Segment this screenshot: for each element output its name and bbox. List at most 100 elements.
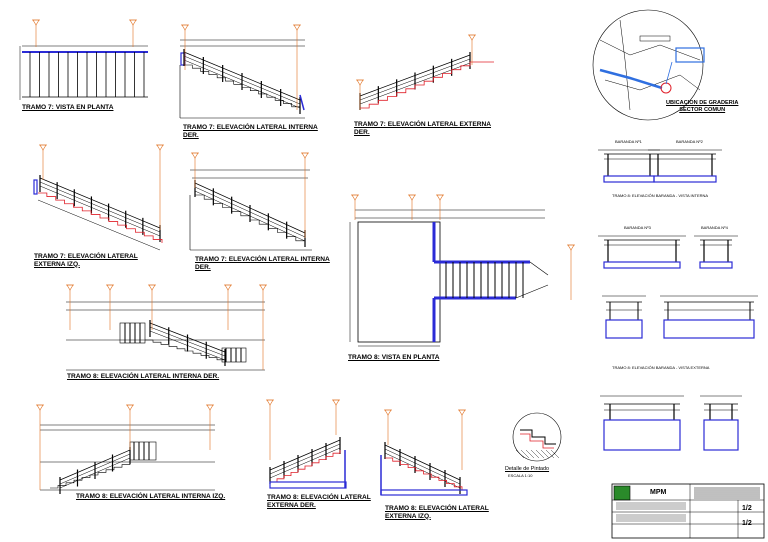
- elevation-marker-triangle: [206, 404, 214, 411]
- sheet-code-1: 1/2: [742, 505, 752, 512]
- stair-profile: [184, 64, 301, 110]
- baranda-2: [648, 149, 722, 183]
- baranda-4: [694, 235, 738, 269]
- handrail-t7-ext: [359, 52, 471, 110]
- elevation-marker-triangle: [32, 19, 40, 26]
- elevation-marker-icon: [259, 284, 267, 370]
- elevation-marker-icon: [436, 194, 444, 220]
- label-baranda-3: BARANDA Nº3: [624, 225, 651, 230]
- elevation-marker-icon: [181, 24, 189, 70]
- label-baranda-view-2: TRAMO 8: ELEVACIÓN BARANDA - VISTA EXTER…: [612, 365, 710, 370]
- label-t7-int-der-b-line1: TRAMO 7: ELEVACIÓN LATERAL INTERNA: [195, 256, 330, 263]
- elevation-marker-triangle: [129, 19, 137, 26]
- section-base-blue: [605, 319, 643, 339]
- label-t7-int-der-b: TRAMO 7: ELEVACIÓN LATERAL INTERNA DER.: [195, 256, 330, 271]
- map-road: [619, 19, 631, 111]
- elevation-marker-icon: [106, 284, 114, 330]
- stair-profile: [145, 339, 226, 362]
- label-t7-ext-izq-line2: EXTERNA IZQ.: [34, 260, 80, 268]
- elevation-marker-triangle: [181, 24, 189, 31]
- elevation-marker-icon: [32, 19, 40, 47]
- tall-base-blue: [603, 419, 681, 451]
- elevation-marker-triangle: [39, 144, 47, 151]
- slab-blue: [380, 489, 468, 496]
- elevation-marker-icon: [458, 409, 466, 470]
- label-t7-int-der: TRAMO 7: ELEVACIÓN LATERAL INTERNA DER.: [183, 124, 318, 139]
- elevation-marker-triangle: [66, 284, 74, 291]
- stairs-t8-int-izq: [50, 462, 131, 489]
- handrail-low: [39, 185, 161, 237]
- label-t8-ext-izq-line2: EXTERNA IZQ.: [385, 512, 431, 520]
- label-t7-plan: TRAMO 7: VISTA EN PLANTA: [22, 104, 114, 111]
- handrail-t7-int: [183, 49, 301, 114]
- elevation-marker-triangle: [567, 244, 575, 251]
- label-t7-ext-izq: TRAMO 7: ELEVACIÓN LATERAL EXTERNA IZQ.: [34, 253, 138, 268]
- label-baranda-4: BARANDA Nº4: [701, 225, 728, 230]
- elevation-marker-triangle: [356, 79, 364, 86]
- sheet-code-2: 1/2: [742, 520, 752, 527]
- location-map-circle: [592, 9, 704, 121]
- elevation-marker-triangle: [468, 34, 476, 41]
- label-t8-ext-izq-line1: TRAMO 8: ELEVACIÓN LATERAL: [385, 505, 489, 512]
- label-location-line1: UBICACION DE GRADERIA: [666, 100, 739, 106]
- elevation-marker-triangle: [106, 284, 114, 291]
- handrail-t8-int-izq: [59, 447, 131, 494]
- elevation-marker-icon: [293, 24, 301, 110]
- label-baranda-2: BARANDA Nº2: [676, 139, 703, 144]
- detail-hatch: [535, 449, 545, 459]
- rail-base-blue: [603, 175, 655, 183]
- elevation-marker-triangle: [293, 24, 301, 31]
- section-b: [660, 295, 758, 339]
- stairs-t7-int-b: [195, 194, 306, 245]
- section-a: [602, 295, 646, 339]
- rail-frame: [221, 347, 247, 363]
- elevation-marker-icon: [36, 404, 44, 490]
- title-block: [611, 483, 765, 539]
- rail-base-blue: [653, 175, 717, 183]
- baranda-3: [598, 235, 686, 269]
- label-baranda-view-1: TRAMO 8: ELEVACIÓN BARANDA - VISTA INTER…: [612, 193, 709, 198]
- label-t7-ext-der-line2: DER.: [354, 128, 370, 136]
- elevation-marker-icon: [384, 409, 392, 445]
- label-t7-int-der-line2: DER.: [183, 131, 199, 139]
- elevation-marker-icon: [66, 284, 74, 330]
- stairs-t8-ext-izq-red: [385, 457, 463, 490]
- label-t8-int-der: TRAMO 8: ELEVACIÓN LATERAL INTERNA DER.: [67, 373, 220, 380]
- tall-base-blue: [703, 419, 739, 451]
- label-t8-plan: TRAMO 8: VISTA EN PLANTA: [348, 354, 440, 361]
- elevation-marker-icon: [39, 144, 47, 180]
- handrail-mid: [269, 443, 341, 475]
- elevation-marker-icon: [351, 194, 359, 220]
- elevation-marker-icon: [224, 284, 232, 330]
- label-t7-int-der-b-line2: DER.: [195, 263, 211, 271]
- label-t7-ext-der-line1: TRAMO 7: ELEVACIÓN LATERAL EXTERNA: [354, 121, 492, 128]
- elevation-marker-triangle: [266, 399, 274, 406]
- elevation-marker-icon: [301, 152, 309, 238]
- handrail-mid: [384, 448, 461, 485]
- handrail-top: [39, 177, 161, 229]
- handrail-t8-ext-der: [269, 437, 341, 484]
- handrail-t8-ext-izq: [384, 442, 461, 494]
- map-road: [604, 74, 701, 91]
- elevation-marker-triangle: [191, 152, 199, 159]
- label-t7-ext-der: TRAMO 7: ELEVACIÓN LATERAL EXTERNA DER.: [354, 121, 491, 136]
- stair-profile: [385, 457, 463, 490]
- stairs-t7-ext-izq-red: [38, 192, 163, 243]
- stair-profile: [38, 192, 163, 243]
- map-route-blue: [599, 68, 663, 90]
- baranda-1: [598, 149, 660, 183]
- elevation-marker-triangle: [332, 399, 340, 406]
- detail-hatch: [550, 449, 560, 459]
- stair-profile: [195, 194, 306, 245]
- elevation-marker-icon: [332, 399, 340, 435]
- elevation-marker-icon: [129, 19, 137, 47]
- elevation-marker-icon: [266, 399, 274, 460]
- detail-hatch: [520, 449, 530, 459]
- slab-blue: [269, 481, 347, 489]
- post-blue-end: [299, 94, 305, 111]
- title-block-logo-text: MPM: [650, 489, 667, 496]
- municipal-shield-icon: [613, 485, 631, 501]
- stair-underside: [37, 199, 161, 251]
- stair-profile: [270, 450, 341, 483]
